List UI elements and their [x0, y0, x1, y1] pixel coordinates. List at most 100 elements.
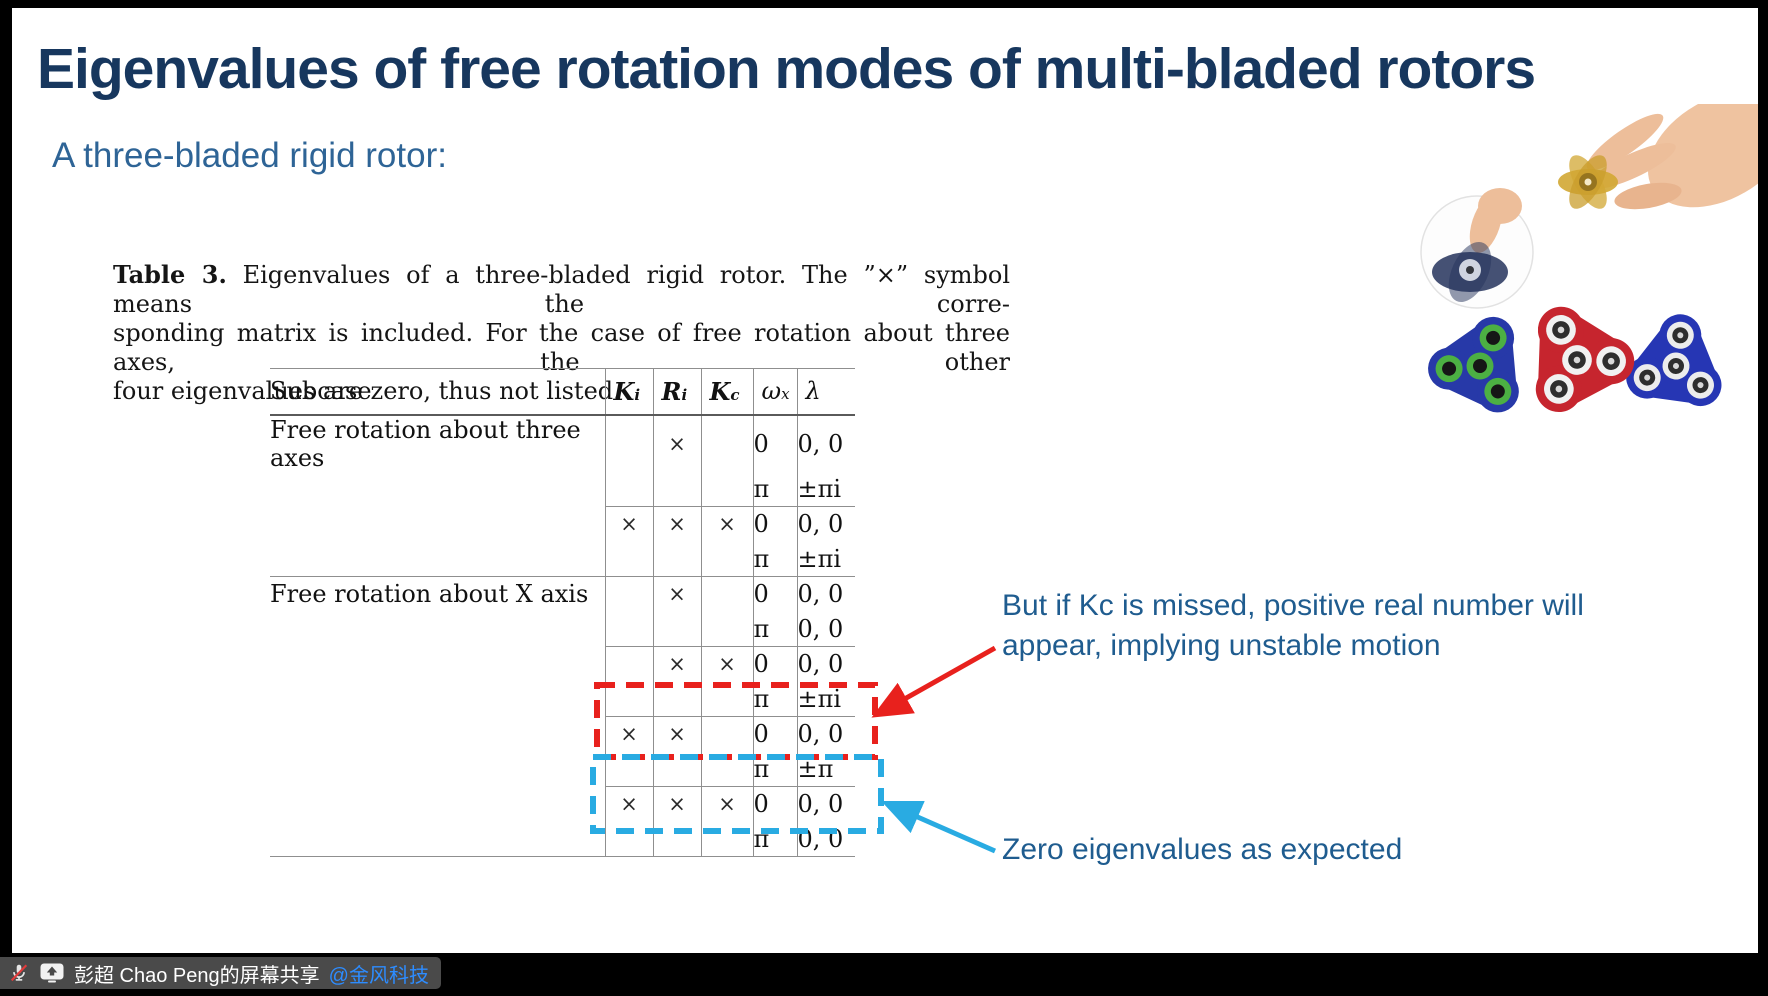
Kc-cell: [700, 751, 753, 787]
subcase-cell: [270, 787, 605, 822]
finger-press-photo: [1420, 188, 1534, 309]
table-row: π±πi: [270, 471, 855, 507]
Kc-cell: ×: [700, 646, 753, 682]
omega-cell: 0: [752, 646, 797, 682]
Kc-cell: [700, 611, 753, 647]
Ki-cell: [604, 414, 653, 472]
eigenvalue-table: Subcase Ki Ri Kc ωx λ Free rotation abou…: [270, 368, 855, 857]
red-arrow: [871, 645, 997, 718]
lambda-cell: ±πi: [796, 471, 855, 507]
Ri-cell: ×: [652, 646, 701, 682]
Ri-cell: [652, 751, 701, 787]
lambda-cell: 0, 0: [796, 506, 855, 542]
Ki-cell: [604, 681, 653, 717]
lambda-cell: ±πi: [796, 681, 855, 717]
omega-cell: π: [752, 611, 797, 647]
Ri-cell: ×: [652, 506, 701, 542]
Kc-cell: [700, 821, 753, 857]
hand-photo: [1558, 104, 1758, 210]
subcase-cell: [270, 612, 605, 647]
omega-cell: 0: [752, 506, 797, 542]
Kc-cell: [700, 541, 753, 577]
omega-cell: π: [752, 751, 797, 787]
subcase-cell: [270, 542, 605, 577]
caption-line-1-text: Eigenvalues of a three-bladed rigid roto…: [113, 261, 1010, 318]
subcase-cell: [270, 717, 605, 752]
Ki-cell: [604, 576, 653, 612]
unstable-motion-note: But if Kc is missed, positive real numbe…: [1002, 586, 1584, 666]
share-banner-text: 彭超 Chao Peng的屏幕共享: [74, 964, 320, 987]
slide-title: Eigenvalues of free rotation modes of mu…: [37, 37, 1536, 101]
Ri-cell: ×: [652, 786, 701, 822]
lambda-cell: 0, 0: [796, 716, 855, 752]
omega-cell: 0: [752, 716, 797, 752]
col-header-subcase: Subcase: [270, 368, 605, 416]
subcase-cell: [270, 507, 605, 542]
lambda-cell: 0, 0: [796, 611, 855, 647]
blue-arrow: [881, 800, 997, 854]
lambda-cell: 0, 0: [796, 821, 855, 857]
subcase-cell: Free rotation about X axis: [270, 576, 605, 612]
presentation-slide: Eigenvalues of free rotation modes of mu…: [12, 8, 1758, 953]
lambda-cell: 0, 0: [796, 576, 855, 612]
fidget-spinner-blue-green: [1428, 316, 1519, 413]
Ri-cell: [652, 471, 701, 507]
Ri-cell: [652, 681, 701, 717]
table-row: π±πi: [270, 681, 855, 717]
subcase-cell: [270, 647, 605, 682]
Ri-cell: [652, 541, 701, 577]
table-header-row: Subcase Ki Ri Kc ωx λ: [270, 368, 855, 416]
Ki-cell: [604, 821, 653, 857]
Ki-cell: [604, 751, 653, 787]
subcase-cell: [270, 472, 605, 507]
Ki-cell: [604, 471, 653, 507]
omega-cell: π: [752, 821, 797, 857]
Ki-cell: ×: [604, 716, 653, 752]
omega-cell: π: [752, 471, 797, 507]
zero-eigenvalues-note: Zero eigenvalues as expected: [1002, 833, 1403, 866]
caption-line-1: Table 3. Eigenvalues of a three-bladed r…: [113, 260, 1010, 319]
col-header-omega-x: ωx: [752, 368, 797, 416]
Ri-cell: [652, 821, 701, 857]
Ri-cell: ×: [652, 576, 701, 612]
muted-mic-icon: [10, 964, 28, 982]
Kc-cell: [700, 471, 753, 507]
subcase-cell: Free rotation about three axes: [270, 415, 581, 472]
slide-subtitle: A three-bladed rigid rotor:: [52, 136, 447, 175]
lambda-cell: ±π: [796, 751, 855, 787]
Kc-cell: [700, 576, 753, 612]
omega-cell: 0: [752, 414, 797, 472]
subcase-cell: [270, 821, 605, 857]
table-row: π±π: [270, 751, 855, 787]
fidget-spinner-images: [1420, 104, 1758, 413]
omega-cell: 0: [752, 576, 797, 612]
Ri-cell: ×: [652, 716, 701, 752]
Kc-cell: [700, 716, 753, 752]
lambda-cell: 0, 0: [796, 646, 855, 682]
screen-share-banner[interactable]: 彭超 Chao Peng的屏幕共享 @金风科技: [0, 957, 441, 989]
fidget-spinner-blue: [1626, 314, 1722, 407]
col-header-Kc: Kc: [700, 368, 753, 416]
Ki-cell: [604, 611, 653, 647]
Ri-cell: ×: [652, 414, 701, 472]
Kc-cell: ×: [700, 786, 753, 822]
Kc-cell: [700, 414, 753, 472]
subcase-cell: [270, 682, 605, 717]
Kc-cell: ×: [700, 506, 753, 542]
fidget-spinner-red: [1535, 306, 1635, 413]
Ki-cell: [604, 541, 653, 577]
Ri-cell: [652, 611, 701, 647]
Ki-cell: ×: [604, 786, 653, 822]
lambda-cell: 0, 0: [796, 786, 855, 822]
gold-spinner-blur: [1558, 155, 1618, 209]
omega-cell: 0: [752, 786, 797, 822]
